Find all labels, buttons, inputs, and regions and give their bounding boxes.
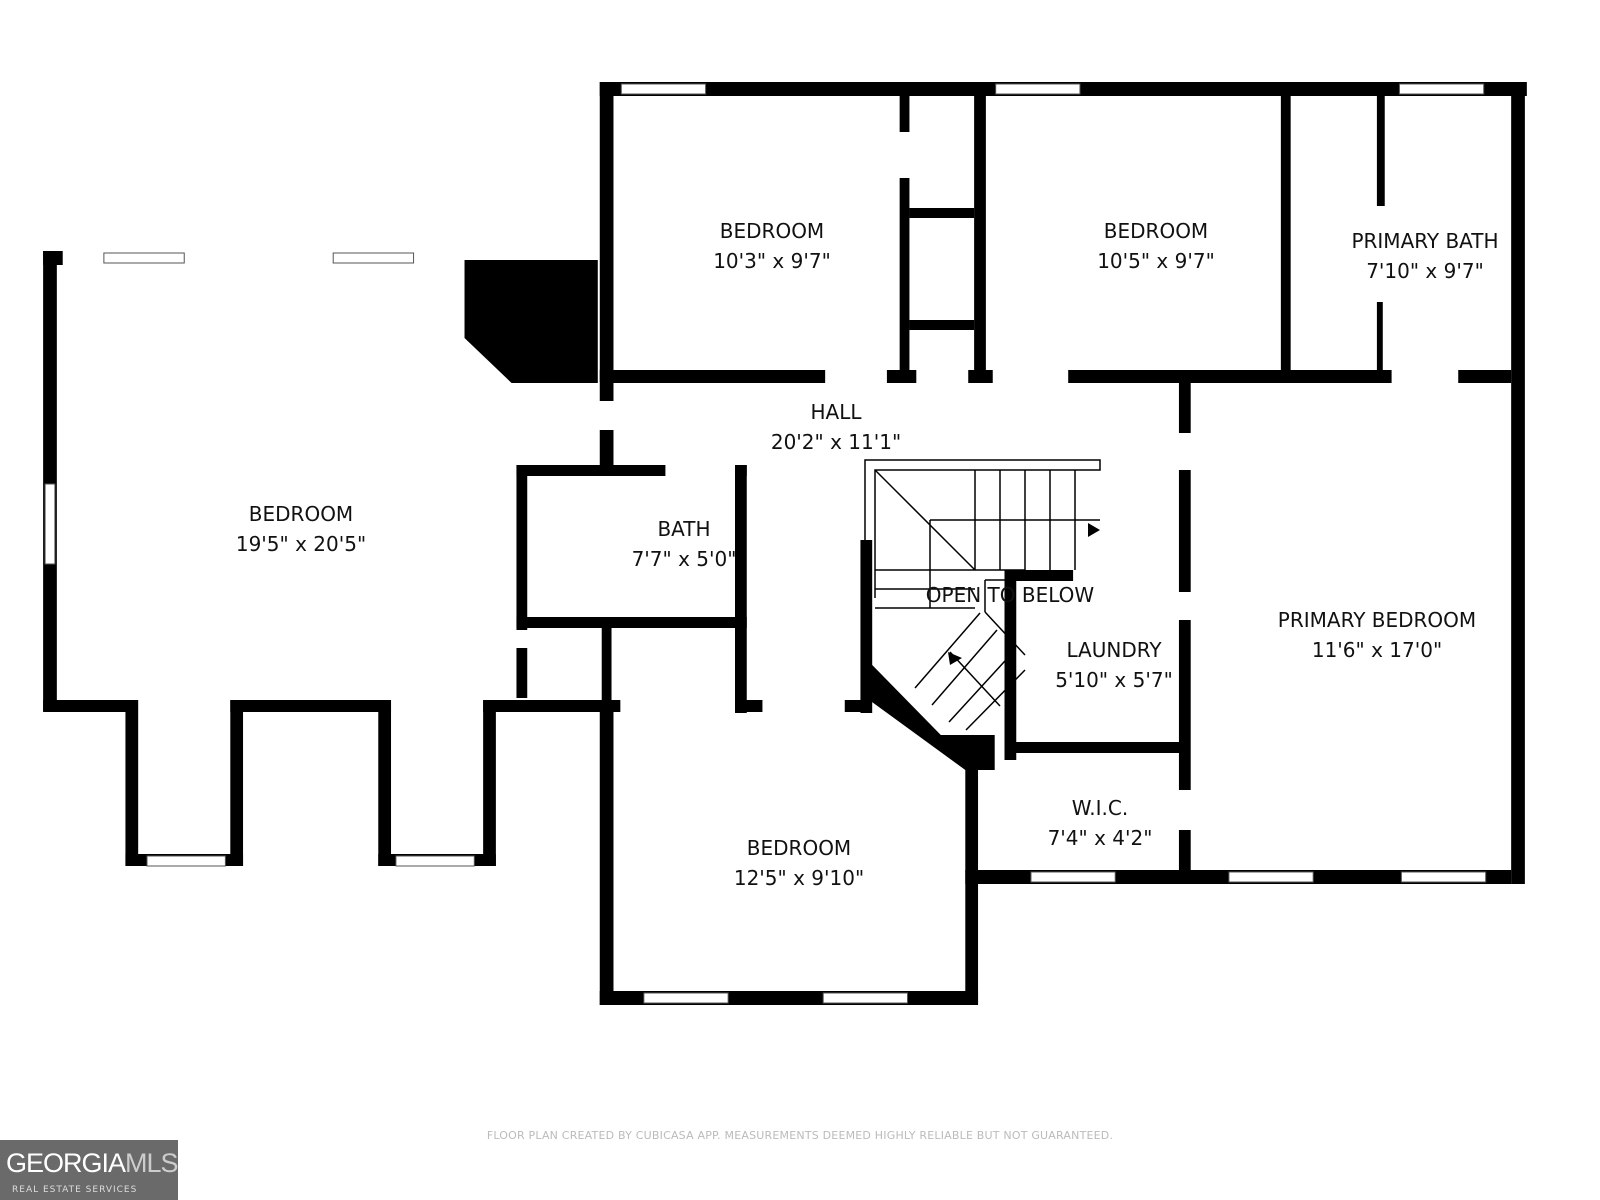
room-name: BEDROOM	[249, 502, 353, 526]
wall	[1376, 96, 1385, 206]
window	[103, 252, 185, 264]
room-name: BEDROOM	[1104, 219, 1208, 243]
windows	[44, 83, 1487, 1004]
wall	[735, 465, 747, 713]
window	[1400, 871, 1487, 883]
wall	[909, 320, 975, 330]
wall	[230, 700, 244, 866]
room-name: HALL	[810, 400, 862, 424]
stair-label: OPEN TO BELOW	[926, 583, 1095, 607]
room-name: PRIMARY BEDROOM	[1278, 608, 1476, 632]
room-size: 10'3" x 9'7"	[713, 249, 831, 273]
window	[1228, 871, 1314, 883]
disclaimer-footer: FLOOR PLAN CREATED BY CUBICASA APP. MEAS…	[486, 1129, 1114, 1142]
window	[822, 992, 908, 1004]
room-name: W.I.C.	[1072, 796, 1128, 820]
window	[332, 252, 415, 264]
wall	[844, 700, 865, 712]
room-size: 19'5" x 20'5"	[236, 532, 366, 556]
wall	[1004, 570, 1017, 760]
wall	[965, 765, 979, 1005]
wall	[1068, 370, 1392, 383]
room-size: 11'6" x 17'0"	[1312, 638, 1442, 662]
wall	[230, 700, 392, 712]
wall	[516, 465, 666, 476]
wall	[1178, 830, 1191, 880]
wall	[1458, 370, 1512, 383]
stair-arrow-icon	[948, 652, 962, 665]
room-size: 10'5" x 9'7"	[1097, 249, 1215, 273]
logo-tagline: REAL ESTATE SERVICES	[12, 1185, 138, 1195]
wall	[516, 617, 747, 628]
room-size: 5'10" x 5'7"	[1055, 668, 1173, 692]
staircase	[864, 459, 1101, 731]
stair-arrow-icon	[1088, 523, 1100, 537]
wall	[125, 700, 139, 866]
wall	[378, 700, 392, 866]
room-name: BEDROOM	[720, 219, 824, 243]
wall	[735, 700, 763, 712]
wall	[1004, 570, 1074, 581]
wall	[974, 96, 986, 383]
wall	[899, 96, 910, 132]
wall	[1376, 302, 1383, 374]
logo-brand: GEORGIA	[6, 1148, 126, 1178]
window	[1398, 83, 1485, 95]
wall	[599, 82, 614, 382]
wall	[909, 208, 975, 218]
wall	[601, 628, 612, 708]
wall	[599, 370, 826, 383]
wall	[483, 700, 621, 712]
wall	[1511, 82, 1525, 884]
wall	[516, 465, 528, 630]
wall-fill	[862, 655, 995, 770]
window	[395, 855, 475, 867]
wall	[1280, 96, 1291, 383]
georgia-mls-logo: GEORGIAMLS REAL ESTATE SERVICES	[0, 1140, 179, 1200]
room-size: 7'4" x 4'2"	[1048, 826, 1153, 850]
wall	[1004, 742, 1181, 753]
wall	[860, 540, 873, 713]
wall	[599, 700, 614, 1005]
window	[620, 83, 707, 95]
room-size: 7'10" x 9'7"	[1366, 259, 1484, 283]
wall	[43, 251, 57, 711]
wall	[1178, 620, 1191, 790]
wall	[483, 700, 496, 866]
room-size: 20'2" x 11'1"	[771, 430, 901, 454]
wall	[1178, 470, 1191, 592]
window	[146, 855, 226, 867]
room-name: LAUNDRY	[1066, 638, 1162, 662]
wall	[899, 178, 910, 383]
window	[1030, 871, 1116, 883]
room-name: PRIMARY BATH	[1351, 229, 1498, 253]
wall	[43, 700, 138, 712]
window	[995, 83, 1081, 95]
wall	[599, 383, 614, 401]
wall	[1178, 383, 1191, 433]
window	[44, 483, 56, 565]
wall	[599, 430, 614, 466]
window	[643, 992, 729, 1004]
wall-fill	[464, 260, 598, 383]
logo-brand-suffix: MLS	[125, 1148, 179, 1178]
room-size: 7'7" x 5'0"	[632, 547, 737, 571]
room-name: BEDROOM	[747, 836, 851, 860]
wall	[516, 648, 528, 698]
room-size: 12'5" x 9'10"	[734, 866, 864, 890]
room-name: BATH	[657, 517, 710, 541]
